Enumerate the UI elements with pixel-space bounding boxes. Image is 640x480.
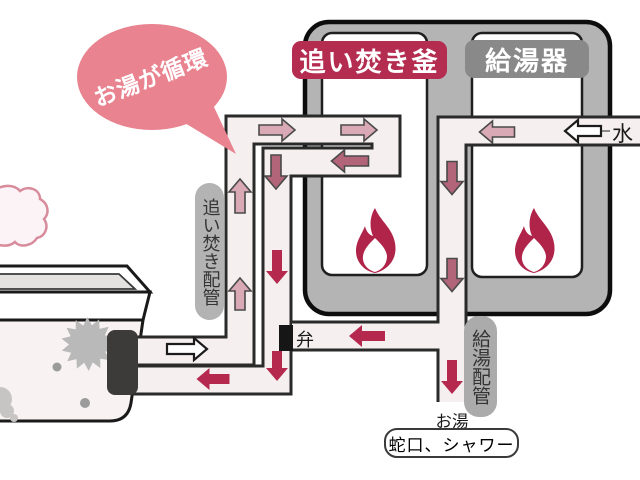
flow-arrow-down (266, 351, 288, 381)
flow-arrows (165, 117, 603, 394)
flow-arrow-left (478, 119, 516, 145)
reheat-piping-label: 追い焚き配管 (195, 183, 224, 320)
dirt-dot (0, 404, 14, 418)
dirt-dot (80, 398, 90, 408)
dirt-dot (10, 414, 18, 422)
waterheater-chamber (470, 31, 584, 279)
steam-cloud-icon (0, 184, 49, 247)
dirt-marks (0, 317, 115, 422)
tub-connector (107, 330, 138, 395)
flow-arrow-down (266, 250, 288, 284)
dirt-dot (52, 362, 62, 372)
pipe-reheat-loop (132, 117, 399, 393)
flow-arrow-left (349, 325, 385, 347)
flow-arrow-up (227, 177, 253, 214)
dirt-sunburst (61, 317, 115, 371)
speech-bubble-body (77, 24, 227, 130)
bathtub-water (0, 273, 138, 290)
waterheater-flame-icon (515, 208, 555, 273)
reheater-badge: 追い焚き釜 (292, 41, 447, 79)
supply-piping-label: 給湯配管 (464, 316, 497, 417)
flow-arrow-left (330, 148, 370, 174)
bathtub-rim-front (0, 290, 152, 322)
flow-arrow-right (165, 335, 209, 363)
flow-arrow-up (227, 276, 253, 311)
flow-arrow-right (258, 117, 297, 143)
reheater-flame-icon (356, 208, 396, 273)
flow-arrow-down (439, 257, 465, 293)
flow-arrow-right (340, 117, 379, 143)
cold-water-label: 水 (612, 122, 633, 146)
flow-arrow-left (563, 117, 603, 145)
waterheater-badge: 給湯器 (465, 40, 589, 78)
bathtub (0, 264, 154, 423)
valve-icon (279, 325, 293, 351)
flow-arrow-down (441, 360, 463, 394)
flow-arrow-down (263, 154, 289, 191)
flow-arrow-down (439, 160, 465, 196)
flow-arrow-left (196, 368, 230, 390)
valve-label: 弁 (296, 330, 314, 351)
speech-bubble (77, 24, 236, 154)
hot-water-label: お湯 (435, 412, 469, 431)
outlet-label-box: 蛇口、シャワー (384, 428, 519, 458)
